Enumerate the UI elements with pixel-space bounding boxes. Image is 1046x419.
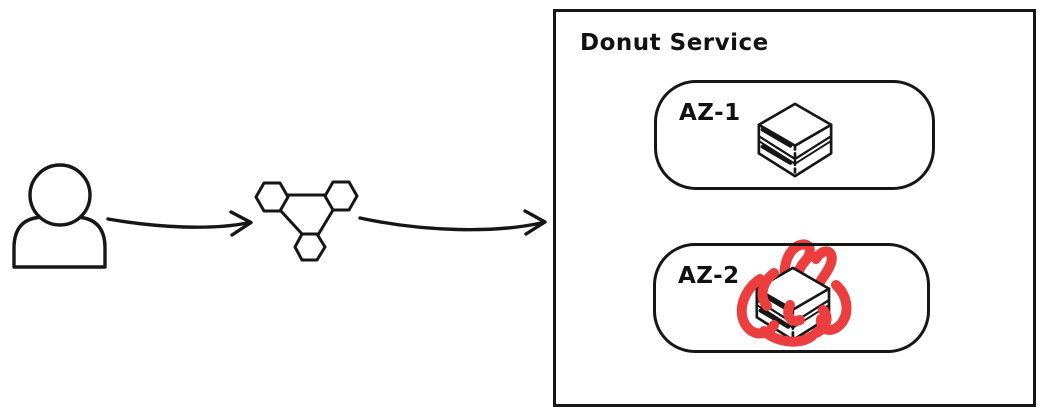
az-1-label: AZ-1 (679, 100, 741, 126)
az-1-zone: AZ-1 (654, 80, 935, 190)
donut-service-container: Donut Service (553, 9, 1036, 407)
az-2-label: AZ-2 (678, 263, 740, 289)
burning-server-icon (736, 239, 852, 347)
user-to-network-arrow (106, 210, 253, 237)
hexagon-node (254, 181, 290, 213)
hexagon-node (293, 232, 327, 262)
server-stack-icon (757, 102, 833, 178)
hexagon-mesh-icon (254, 180, 359, 262)
fire-scribble-icon (736, 268, 852, 347)
service-title: Donut Service (580, 30, 769, 56)
hexagon-node (323, 180, 359, 212)
az-2-zone: AZ-2 (653, 243, 930, 353)
user-icon (12, 163, 107, 269)
network-to-service-arrow (358, 209, 547, 236)
